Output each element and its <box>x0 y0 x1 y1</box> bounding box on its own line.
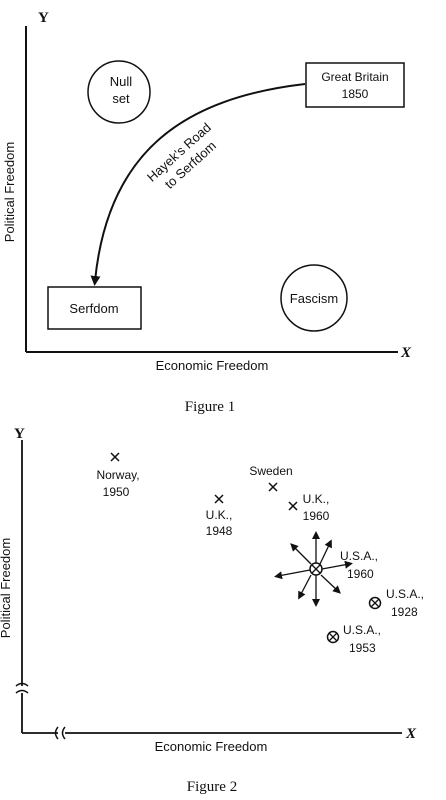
fig2-x-axis-letter: X <box>405 726 417 742</box>
usa-1953-label-line2: 1953 <box>349 641 376 655</box>
fig1-x-axis-letter: X <box>400 345 412 361</box>
fig2-y-label: Political Freedom <box>0 538 13 638</box>
hayek-road-label: Hayek's Road to Serfdom <box>144 120 219 192</box>
hayek-road-arrow <box>90 83 306 286</box>
usa-1953-label-line1: U.S.A., <box>343 623 381 637</box>
figure-2: Y X Political Freedom Economic Freedom N… <box>0 426 424 795</box>
fig2-y-axis-letter: Y <box>14 426 25 442</box>
point-usa-1953: U.S.A., 1953 <box>326 623 381 655</box>
point-uk-1948: U.K., 1948 <box>206 494 233 538</box>
arrow-upper-left <box>290 543 312 565</box>
usa-1960-label-line2: 1960 <box>347 567 374 581</box>
uk-1960-label-line1: U.K., <box>303 492 330 506</box>
point-usa-1928: U.S.A., 1928 <box>368 587 424 619</box>
usa-1928-x-in-circle <box>370 598 380 608</box>
usa-1928-label-line2: 1928 <box>391 605 418 619</box>
norway-label-line2: 1950 <box>103 485 130 499</box>
arrow-upper-right <box>319 539 332 565</box>
arrow-right <box>321 560 353 570</box>
uk-1948-label-line2: 1948 <box>206 524 233 538</box>
point-sweden: Sweden <box>249 464 293 492</box>
usa-1960-direction-arrows <box>274 531 353 607</box>
serfdom-box <box>47 286 142 330</box>
point-usa-1960: U.S.A., 1960 <box>274 531 378 607</box>
arrow-lower-right <box>320 574 341 594</box>
fig1-y-label: Political Freedom <box>2 142 17 242</box>
usa-1960-x-in-circle <box>311 564 321 574</box>
fascism-circle <box>280 264 348 332</box>
norway-x-marker <box>110 452 120 462</box>
null-set-label-line2: set <box>112 91 130 106</box>
fig2-y-axis-break <box>15 682 29 694</box>
point-uk-1960: U.K., 1960 <box>288 492 330 523</box>
uk-1948-x-marker <box>214 494 224 504</box>
uk-1960-x-marker <box>288 501 298 511</box>
fig2-x-axis-break <box>54 726 66 740</box>
arrow-lower-left <box>298 574 312 600</box>
figure-1-caption: Figure 1 <box>185 399 235 415</box>
uk-1948-label-line1: U.K., <box>206 508 233 522</box>
arrow-left <box>274 569 311 580</box>
usa-1928-label-line1: U.S.A., <box>386 587 424 601</box>
fig2-x-label: Economic Freedom <box>155 739 268 754</box>
serfdom-label: Serfdom <box>69 301 118 316</box>
null-set-label-line1: Null <box>110 74 133 89</box>
fascism-label: Fascism <box>290 291 338 306</box>
usa-1960-label-line1: U.S.A., <box>340 549 378 563</box>
great-britain-label-line2: 1850 <box>342 87 369 101</box>
usa-1953-x-in-circle <box>328 632 338 642</box>
null-set-circle <box>87 60 151 124</box>
great-britain-box <box>305 62 405 108</box>
fig1-x-label: Economic Freedom <box>156 358 269 373</box>
fig1-y-axis-letter: Y <box>38 10 49 26</box>
sweden-x-marker <box>268 482 278 492</box>
great-britain-label-line1: Great Britain <box>321 70 388 84</box>
figure-1: Y X Political Freedom Economic Freedom N… <box>2 10 412 415</box>
norway-label-line1: Norway, <box>96 468 139 482</box>
sweden-label: Sweden <box>249 464 292 478</box>
figure-2-caption: Figure 2 <box>187 779 237 795</box>
point-norway-1950: Norway, 1950 <box>96 452 140 499</box>
uk-1960-label-line2: 1960 <box>303 509 330 523</box>
